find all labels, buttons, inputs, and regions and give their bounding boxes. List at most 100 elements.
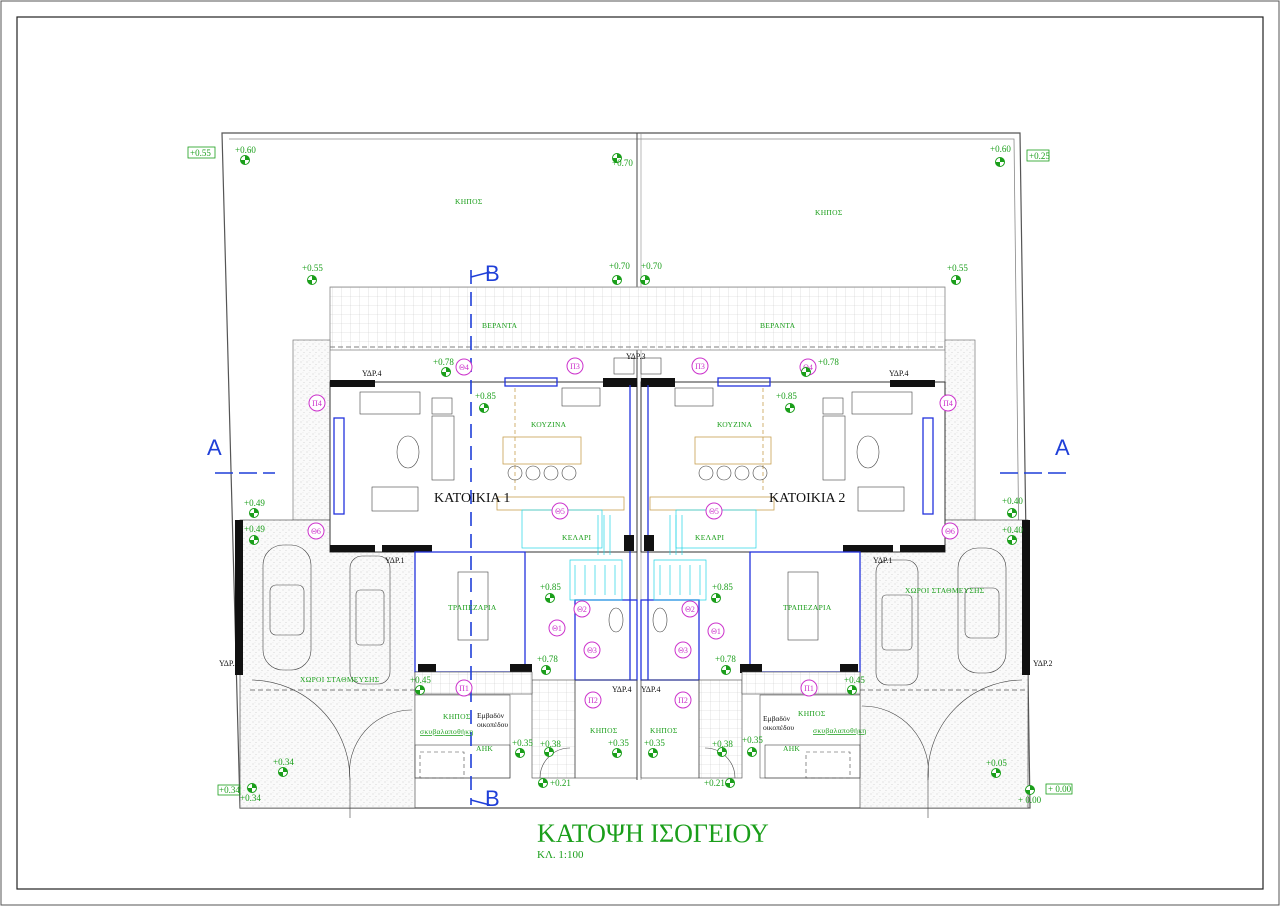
door-tag: Θ3 xyxy=(583,641,601,659)
level-marker-icon xyxy=(1025,785,1035,795)
svg-text:Θ5: Θ5 xyxy=(709,507,719,516)
level-label: +0.21 xyxy=(550,778,571,788)
room-label-bin-store: σκυβαλαποθήκη xyxy=(420,727,474,736)
level-label: +0.34 xyxy=(273,757,294,767)
level-label: +0.34 xyxy=(240,793,261,803)
boxed-level: +0.25 xyxy=(1029,151,1050,161)
room-label-dining: ΤΡΑΠΕΖΑΡΙΑ xyxy=(783,603,832,612)
water-point-label: ΥΔΡ.1 xyxy=(873,556,893,565)
level-label: +0.21 xyxy=(704,778,725,788)
door-tag: Θ6 xyxy=(941,522,959,540)
room-label-dining: ΤΡΑΠΕΖΑΡΙΑ xyxy=(448,603,497,612)
section-label-b-top: B xyxy=(485,261,500,286)
svg-text:Θ6: Θ6 xyxy=(945,527,955,536)
plot-area-label: οικοπέδου xyxy=(763,723,794,732)
svg-text:Θ3: Θ3 xyxy=(587,646,597,655)
level-label: +0.85 xyxy=(712,582,733,592)
door-tag: Θ3 xyxy=(674,641,692,659)
door-tag: Θ1 xyxy=(548,619,566,637)
section-marker-a: A A xyxy=(207,435,1070,474)
level-marker-icon xyxy=(847,685,857,695)
level-marker-icon xyxy=(278,767,288,777)
svg-text:Θ5: Θ5 xyxy=(555,507,565,516)
level-marker-icon xyxy=(247,783,257,793)
level-label: +0.70 xyxy=(609,261,630,271)
window-tag: Π3 xyxy=(691,357,709,375)
window-tag: Π1 xyxy=(455,679,473,697)
svg-text:Π4: Π4 xyxy=(312,399,322,408)
front-gardens xyxy=(414,671,861,779)
house-label-2: ΚΑΤΟΙΚΙΑ 2 xyxy=(769,491,845,506)
boxed-level: +0.34 xyxy=(219,785,240,795)
level-label: +0.85 xyxy=(540,582,561,592)
boxed-level: + 0.00 xyxy=(1048,784,1072,794)
section-label-b-bottom: B xyxy=(485,786,500,811)
section-marker-b: B B xyxy=(470,261,500,811)
level-label: +0.45 xyxy=(844,675,865,685)
room-label-kitchen: ΚΟΥΖΙΝΑ xyxy=(531,420,567,429)
water-point-label: ΥΔΡ.4 xyxy=(612,685,632,694)
svg-text:Θ2: Θ2 xyxy=(685,605,695,614)
level-label: +0.85 xyxy=(776,391,797,401)
gate-swings xyxy=(251,679,1023,818)
water-point-labels: ΥΔΡ.4 ΥΔΡ.4 ΥΔΡ.3 ΥΔΡ.1 ΥΔΡ.1 ΥΔΡ.2 ΥΔΡ.… xyxy=(219,352,1053,694)
level-label: +0.60 xyxy=(235,145,256,155)
section-label-a-left: A xyxy=(207,435,222,460)
drawing-title: ΚΑΤΟΨΗ ΙΣΟΓΕΙΟΥ xyxy=(537,819,769,848)
level-label: +0.35 xyxy=(608,738,629,748)
room-label-kitchen: ΚΟΥΖΙΝΑ xyxy=(717,420,753,429)
level-marker-icon xyxy=(538,778,548,788)
living-furniture xyxy=(359,391,913,641)
window-tag: Π2 xyxy=(584,691,602,709)
level-marker-icon xyxy=(541,665,551,675)
level-marker-icon xyxy=(721,665,731,675)
level-label: +0.38 xyxy=(540,739,561,749)
level-label: +0.35 xyxy=(644,738,665,748)
level-marker-icon xyxy=(1007,535,1017,545)
room-label-electric: ΑΗΚ xyxy=(476,744,493,753)
level-marker-icon xyxy=(515,748,525,758)
level-label: +0.55 xyxy=(302,263,323,273)
level-label: +0.78 xyxy=(537,654,558,664)
door-tag: Θ5 xyxy=(551,502,569,520)
room-label-garden: ΚΗΠΟΣ xyxy=(590,726,618,735)
room-label-garden: ΚΗΠΟΣ xyxy=(455,197,483,206)
level-markers: +0.60+0.70+0.60+0.55+0.70+0.70+0.55+0.78… xyxy=(235,144,1042,805)
room-label-veranda: ΒΕΡΑΝΤΑ xyxy=(482,321,518,330)
level-marker-icon xyxy=(249,508,259,518)
level-label: +0.49 xyxy=(244,498,265,508)
level-label: +0.35 xyxy=(512,738,533,748)
level-marker-icon xyxy=(415,685,425,695)
level-label: + 0.00 xyxy=(1018,795,1042,805)
svg-text:Π3: Π3 xyxy=(695,362,705,371)
room-label-veranda: ΒΕΡΑΝΤΑ xyxy=(760,321,796,330)
level-label: +0.85 xyxy=(475,391,496,401)
door-tag: Θ4 xyxy=(455,358,473,376)
room-label-bin-store: σκυβαλαποθήκη xyxy=(813,726,867,735)
level-marker-icon xyxy=(479,403,489,413)
plot-area-label: οικοπέδου xyxy=(477,720,508,729)
water-point-label: ΥΔΡ.2 xyxy=(1033,659,1053,668)
door-tag: Θ5 xyxy=(705,502,723,520)
house-label-1: ΚΑΤΟΙΚΙΑ 1 xyxy=(434,491,510,506)
svg-text:Θ3: Θ3 xyxy=(678,646,688,655)
level-marker-icon xyxy=(711,593,721,603)
parking-area-left xyxy=(239,519,416,809)
water-point-label: ΥΔΡ.4 xyxy=(362,369,382,378)
level-marker-icon xyxy=(612,275,622,285)
room-label-garden: ΚΗΠΟΣ xyxy=(443,712,471,721)
drawing-scale: ΚΛ. 1:100 xyxy=(537,849,584,861)
svg-text:Θ2: Θ2 xyxy=(577,605,587,614)
level-label: +0.78 xyxy=(715,654,736,664)
level-marker-icon xyxy=(801,367,811,377)
door-tag: Θ2 xyxy=(681,600,699,618)
level-marker-icon xyxy=(249,535,259,545)
level-label: +0.78 xyxy=(433,357,454,367)
window-tag: Π4 xyxy=(308,394,326,412)
plot-area-label: Εμβαδόν xyxy=(763,714,791,723)
level-marker-icon xyxy=(747,747,757,757)
boxed-levels: +0.55 +0.25 +0.34 + 0.00 xyxy=(187,146,1073,796)
level-marker-icon xyxy=(725,778,735,788)
level-marker-icon xyxy=(612,748,622,758)
